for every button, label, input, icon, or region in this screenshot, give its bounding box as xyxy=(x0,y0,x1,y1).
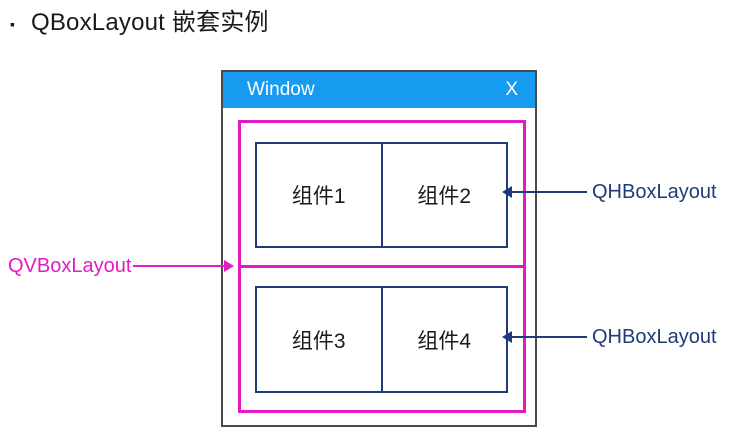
qhboxlayout-arrow-line-top xyxy=(510,191,587,193)
qvboxlayout-frame xyxy=(238,120,526,413)
component-label-2: 组件2 xyxy=(417,185,472,208)
window-titlebar: Window X xyxy=(223,72,535,108)
qhboxlayout-row-top: 组件1 组件2 xyxy=(255,142,508,248)
component-cell-2: 组件2 xyxy=(383,144,507,246)
arrow-right-icon xyxy=(224,260,234,272)
arrow-left-icon xyxy=(502,331,512,343)
bullet-icon: ▪ xyxy=(10,16,15,32)
window-title: Window xyxy=(247,79,315,100)
component-cell-4: 组件4 xyxy=(383,288,507,391)
component-cell-1: 组件1 xyxy=(257,144,383,246)
qvboxlayout-label: QVBoxLayout xyxy=(8,255,132,277)
qhboxlayout-label-top: QHBoxLayout xyxy=(592,181,717,203)
component-label-1: 组件1 xyxy=(291,185,346,208)
qvboxlayout-arrow-line xyxy=(133,265,227,267)
component-cell-3: 组件3 xyxy=(257,288,383,391)
qhboxlayout-row-bottom: 组件3 组件4 xyxy=(255,286,508,393)
page-title-text: QBoxLayout 嵌套实例 xyxy=(30,9,269,36)
qvboxlayout-divider-line xyxy=(240,265,524,268)
qhboxlayout-arrow-line-bottom xyxy=(510,336,587,338)
close-button[interactable]: X xyxy=(505,79,518,100)
component-label-3: 组件3 xyxy=(291,329,346,353)
qhboxlayout-label-bottom: QHBoxLayout xyxy=(592,326,717,348)
component-label-4: 组件4 xyxy=(417,329,472,353)
page-title: ▪ QBoxLayout 嵌套实例 xyxy=(10,8,269,38)
arrow-left-icon xyxy=(502,186,512,198)
